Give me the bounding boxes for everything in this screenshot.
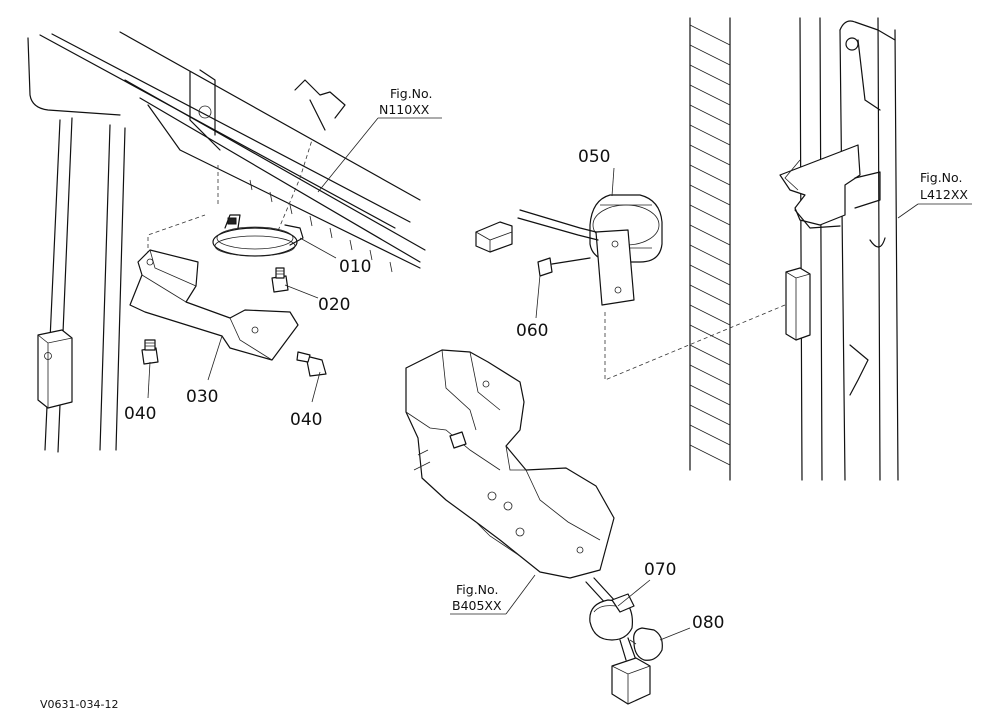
part-050-assembly bbox=[475, 194, 786, 381]
drawing-code: V0631-034-12 bbox=[40, 698, 118, 711]
bolt-040-left bbox=[141, 339, 159, 365]
part-number-040-left: 040 bbox=[124, 404, 156, 424]
part-070-assembly bbox=[585, 577, 651, 705]
part-080-cap bbox=[629, 627, 663, 661]
pillar-block bbox=[37, 329, 73, 409]
part-number-080: 080 bbox=[692, 613, 724, 633]
bolt-020 bbox=[271, 267, 289, 293]
horn-bracket bbox=[129, 249, 299, 361]
figure-ref-n110-code: N110XX bbox=[379, 102, 430, 117]
bolt-040-right bbox=[296, 351, 327, 377]
leader-lines-left bbox=[147, 139, 313, 255]
figure-ref-l412-label: Fig.No. bbox=[920, 170, 962, 185]
figure-ref-b405: Fig.No. B405XX bbox=[452, 582, 502, 613]
part-number-010: 010 bbox=[339, 257, 371, 277]
cab-post-section bbox=[689, 17, 899, 481]
part-number-040-right: 040 bbox=[290, 410, 322, 430]
pedal-bracket-assembly bbox=[405, 349, 615, 579]
figure-ref-b405-code: B405XX bbox=[452, 598, 502, 613]
horn-part bbox=[212, 214, 304, 257]
figure-ref-n110-label: Fig.No. bbox=[390, 86, 432, 101]
part-number-050: 050 bbox=[578, 147, 610, 167]
figure-ref-n110: Fig.No. N110XX bbox=[379, 86, 432, 117]
part-number-060: 060 bbox=[516, 321, 548, 341]
figure-ref-b405-label: Fig.No. bbox=[456, 582, 498, 597]
part-number-020: 020 bbox=[318, 295, 350, 315]
part-number-070: 070 bbox=[644, 560, 676, 580]
part-number-030: 030 bbox=[186, 387, 218, 407]
figure-ref-l412: Fig.No. L412XX bbox=[920, 170, 968, 202]
figure-ref-l412-code: L412XX bbox=[920, 187, 968, 202]
callout-leaders bbox=[147, 117, 972, 641]
